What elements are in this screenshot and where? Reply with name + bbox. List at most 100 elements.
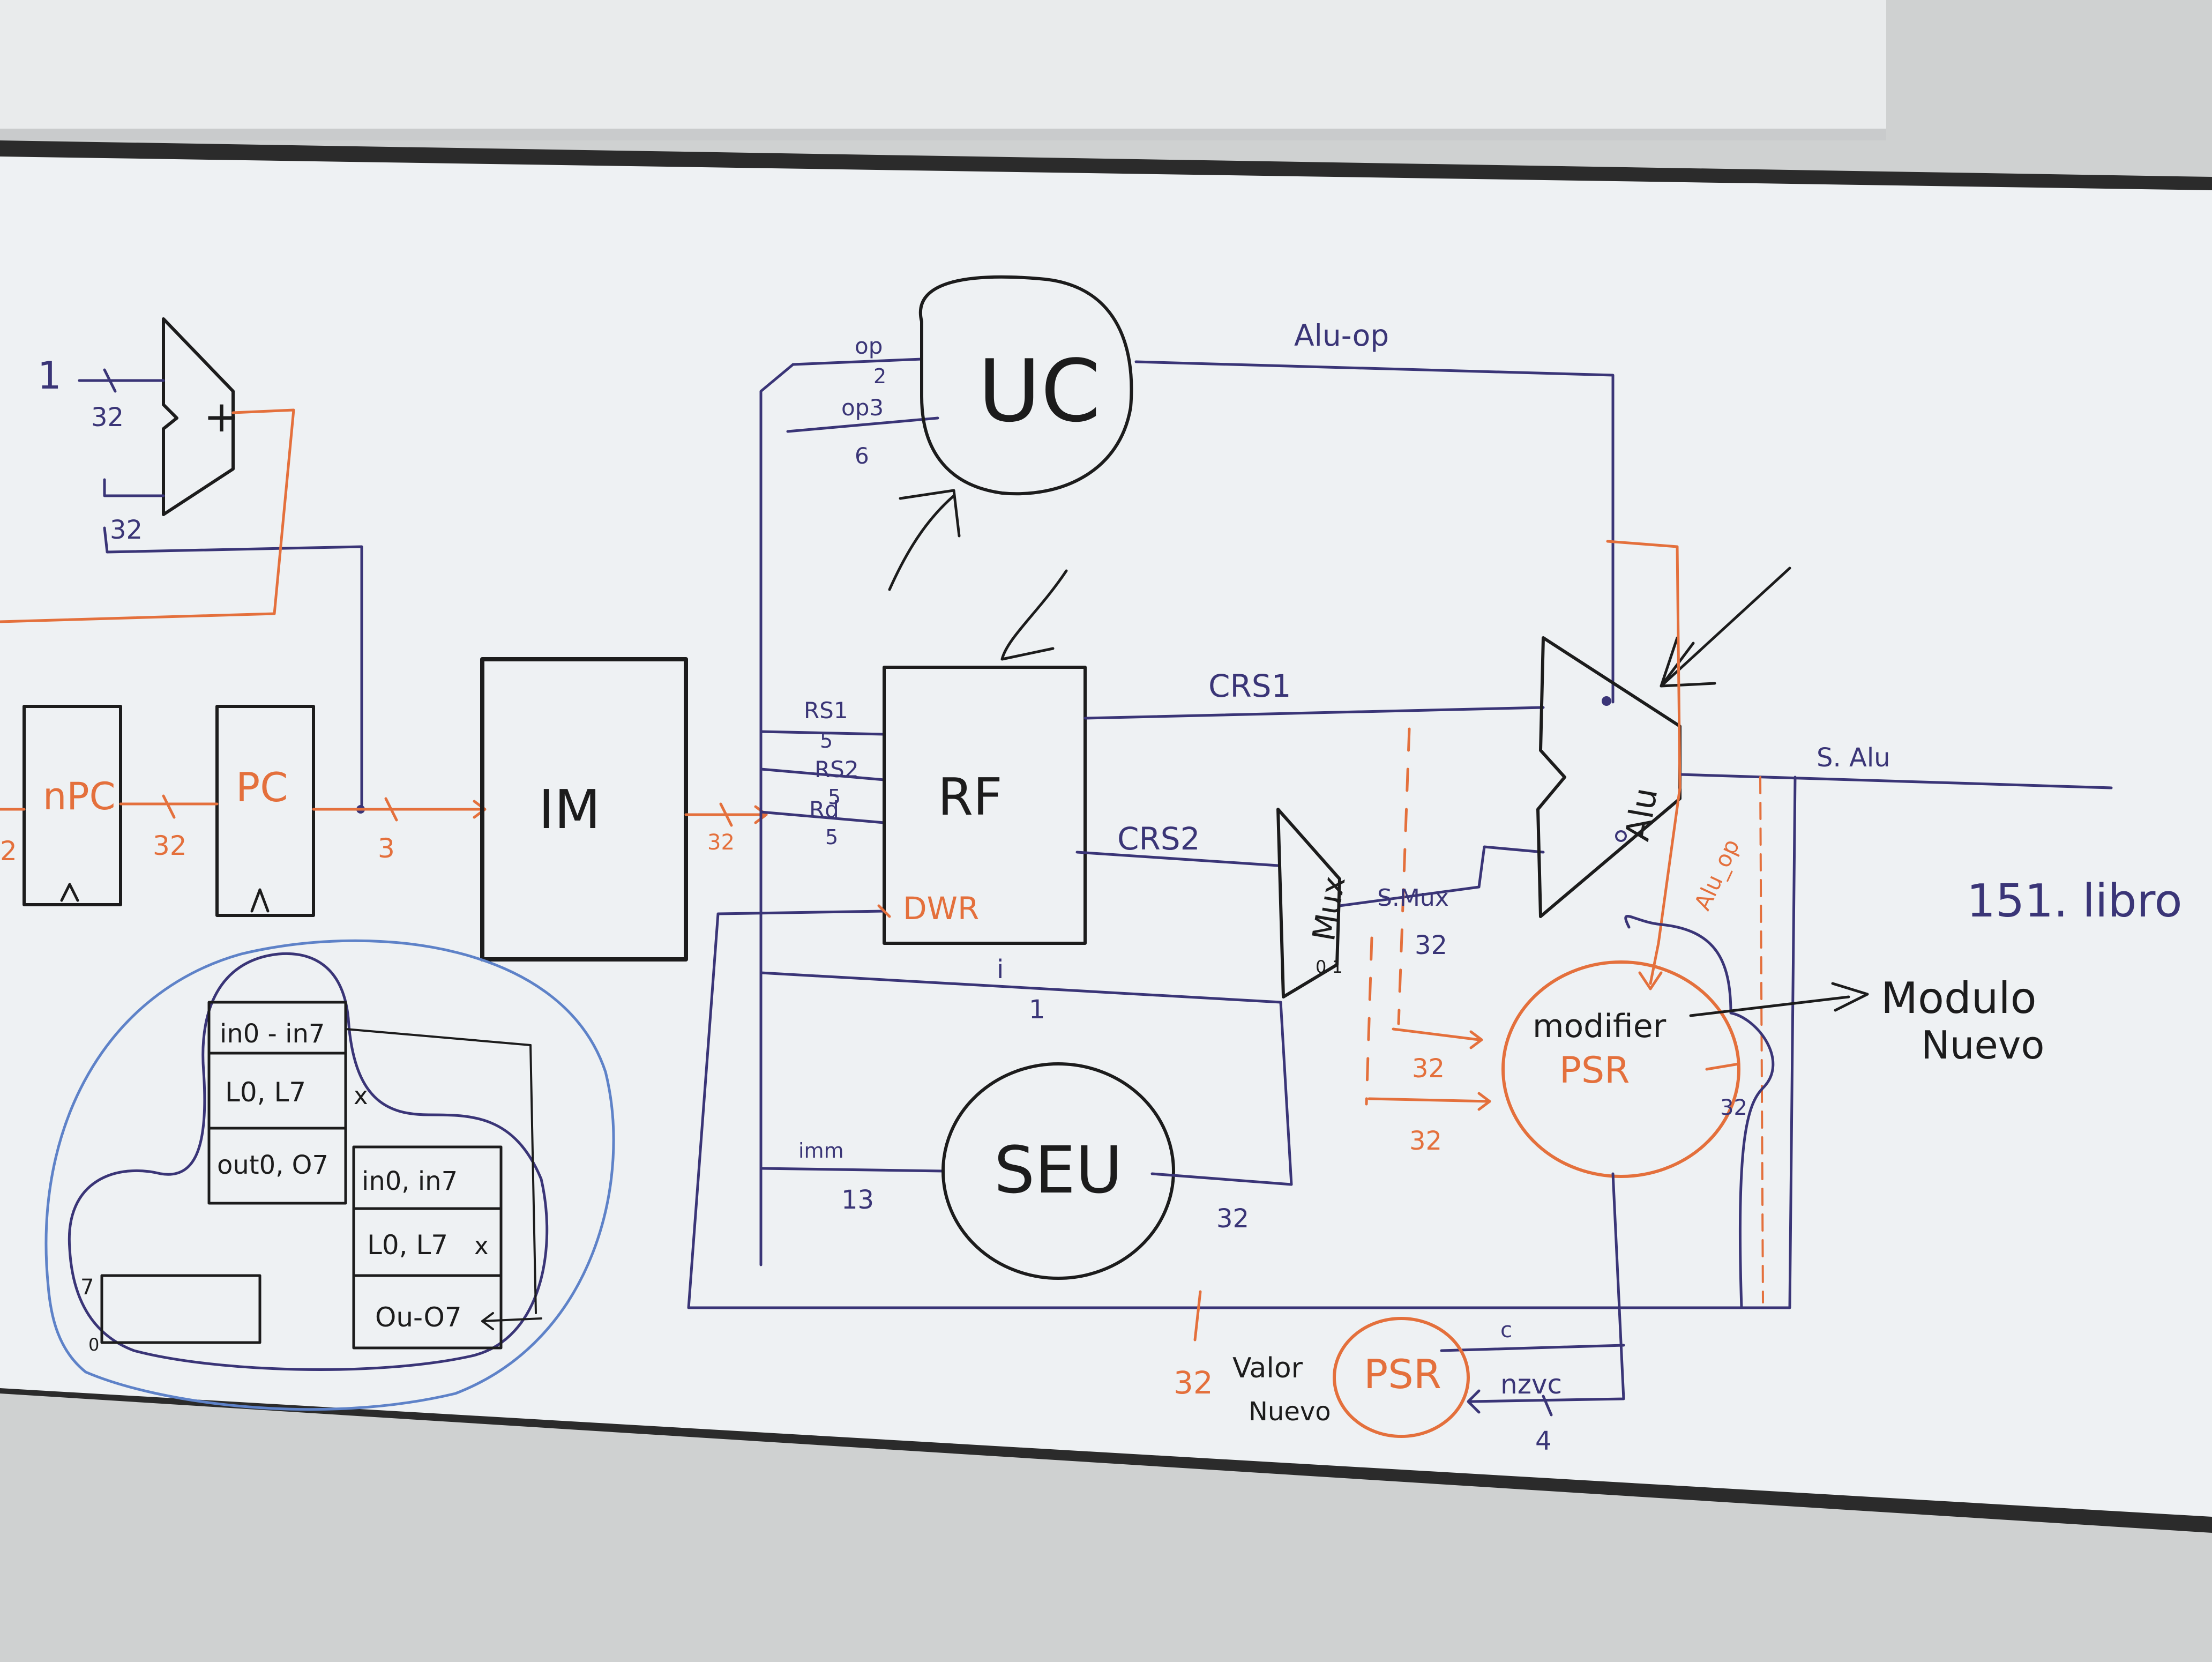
- window-small-0: 0: [88, 1335, 99, 1355]
- alu-label: Alu: [1617, 785, 1665, 844]
- uc-alu-op-label: Alu-op: [1294, 318, 1389, 353]
- adder-in1-bits: 32: [91, 403, 124, 433]
- npc-left-bits: 2: [0, 836, 17, 867]
- to-modulo-wire: [1689, 995, 1850, 1017]
- im-label: IM: [539, 778, 601, 841]
- alu-dot: [1615, 830, 1627, 842]
- rf-rs1-label: RS1: [804, 697, 848, 724]
- pc-out-bits: 3: [378, 833, 395, 864]
- crs1-label: CRS1: [1208, 668, 1291, 704]
- psr-bits-tick: [1193, 1290, 1202, 1341]
- op3-wire: [786, 416, 939, 433]
- windows-outline-inner: [68, 952, 549, 1371]
- pc-register: [215, 705, 315, 917]
- modulo-label: Modulo: [1881, 973, 2037, 1023]
- screen-bar: [0, 129, 1886, 140]
- uc-op3-bits: 6: [855, 443, 869, 469]
- window-b: [352, 1145, 503, 1350]
- windows-outline-outer: [44, 939, 615, 1411]
- alu-op-wire: [1134, 360, 1615, 704]
- uc-op-label: op: [855, 333, 883, 359]
- uc-block: [918, 275, 1133, 496]
- window-row-5: L0, L7: [367, 1229, 448, 1261]
- adder-shape: [162, 317, 235, 516]
- window-x-1: x: [354, 1082, 368, 1110]
- npc-label: nPC: [43, 774, 115, 818]
- window-small: [100, 1274, 261, 1344]
- rf-block: [883, 666, 1087, 945]
- seu-block: [941, 1062, 1175, 1280]
- rs1-wire: [759, 730, 886, 736]
- adder-in1-tick: [103, 368, 117, 393]
- adder-in1-label: 1: [38, 354, 62, 398]
- dashed-tap-2: [1365, 936, 1373, 1106]
- modifier-arrow-icon: [1638, 971, 1663, 990]
- rs2-wire: [759, 767, 886, 781]
- projection-screen: [0, 0, 1886, 139]
- im-arrow-icon: [473, 800, 487, 819]
- alu-op-dot: [1602, 696, 1611, 706]
- pc-im-tick: [384, 797, 398, 822]
- psr-nzvc-label: nzvc: [1500, 1369, 1562, 1400]
- im-block: [480, 657, 688, 962]
- modifier-in-b-bits: 32: [1409, 1126, 1442, 1156]
- adder-in2-wire: [103, 478, 165, 497]
- rf-label: RF: [938, 768, 1003, 827]
- window-row-4: in0, in7: [362, 1166, 458, 1196]
- npc-register: [23, 705, 122, 906]
- seu-label: SEU: [994, 1134, 1123, 1208]
- crs1-wire: [1083, 706, 1545, 720]
- crs2-label: CRS2: [1117, 821, 1200, 857]
- window-x-2: x: [474, 1232, 489, 1260]
- board-surface: [0, 156, 2212, 1517]
- i-bit-label: i: [997, 955, 1004, 985]
- nuevo-label: Nuevo: [1921, 1023, 2044, 1068]
- window-row-3: out0, O7: [217, 1150, 328, 1180]
- book-note: 151. libro: [1967, 875, 2183, 928]
- adder-in2-bits: 32: [110, 515, 143, 545]
- uc-arrow-icon: [899, 489, 961, 538]
- i-bit-wire: [759, 971, 1282, 1004]
- imm-wire: [759, 1167, 945, 1173]
- modifier-label: modifier: [1533, 1008, 1667, 1045]
- pc-clock-icon: [250, 888, 270, 913]
- window-row-6: Ou-O7: [375, 1302, 462, 1333]
- carry-wire: [1440, 1344, 1625, 1352]
- pc-feedback-wire: [103, 526, 363, 811]
- rf-rd-label: Rd: [809, 796, 839, 823]
- mux-out-bits: 32: [1415, 930, 1447, 960]
- im-out-arrow-icon: [754, 805, 768, 824]
- modifier-in-a-bits: 32: [1412, 1054, 1445, 1084]
- adder-out-wire: [0, 408, 295, 623]
- seu-imm-bits: 13: [841, 1185, 874, 1215]
- rf-rs2-bits: 5: [828, 785, 841, 809]
- alu-out-label: S. Alu: [1817, 743, 1890, 773]
- seu-out-bits: 32: [1216, 1204, 1249, 1234]
- npc-clock-icon: [60, 883, 79, 902]
- pc-label: PC: [236, 764, 288, 811]
- window-link-right: [529, 1044, 537, 1314]
- to-modulo-arrow-icon: [1831, 982, 1869, 1012]
- op-wire: [791, 357, 923, 366]
- modifier-psr-label: PSR: [1559, 1049, 1630, 1092]
- window-wrap-arrow-icon: [481, 1312, 494, 1330]
- alu-op-orange-wire: [1606, 540, 1682, 985]
- mux-out-wire: [1338, 845, 1545, 907]
- seu-imm-label: imm: [798, 1139, 844, 1162]
- dwr-marker: [877, 904, 891, 918]
- uc-label: UC: [978, 341, 1101, 441]
- psr-nzvc-bits: 4: [1535, 1426, 1552, 1456]
- uc-arrow-stroke: [888, 494, 955, 591]
- alu-out-wire: [1678, 773, 2113, 789]
- adder-plus-label: +: [204, 392, 240, 442]
- nzvc-wire: [1469, 1172, 1625, 1403]
- psr-valor-label: Valor: [1232, 1352, 1303, 1384]
- window-a: [207, 1001, 347, 1205]
- modifier-feedback-tick: [1705, 1062, 1740, 1071]
- crs2-wire: [1075, 851, 1280, 867]
- window-small-7: 7: [80, 1275, 94, 1300]
- im-out-tick: [719, 802, 733, 827]
- window-row-1: in0 - in7: [220, 1019, 325, 1049]
